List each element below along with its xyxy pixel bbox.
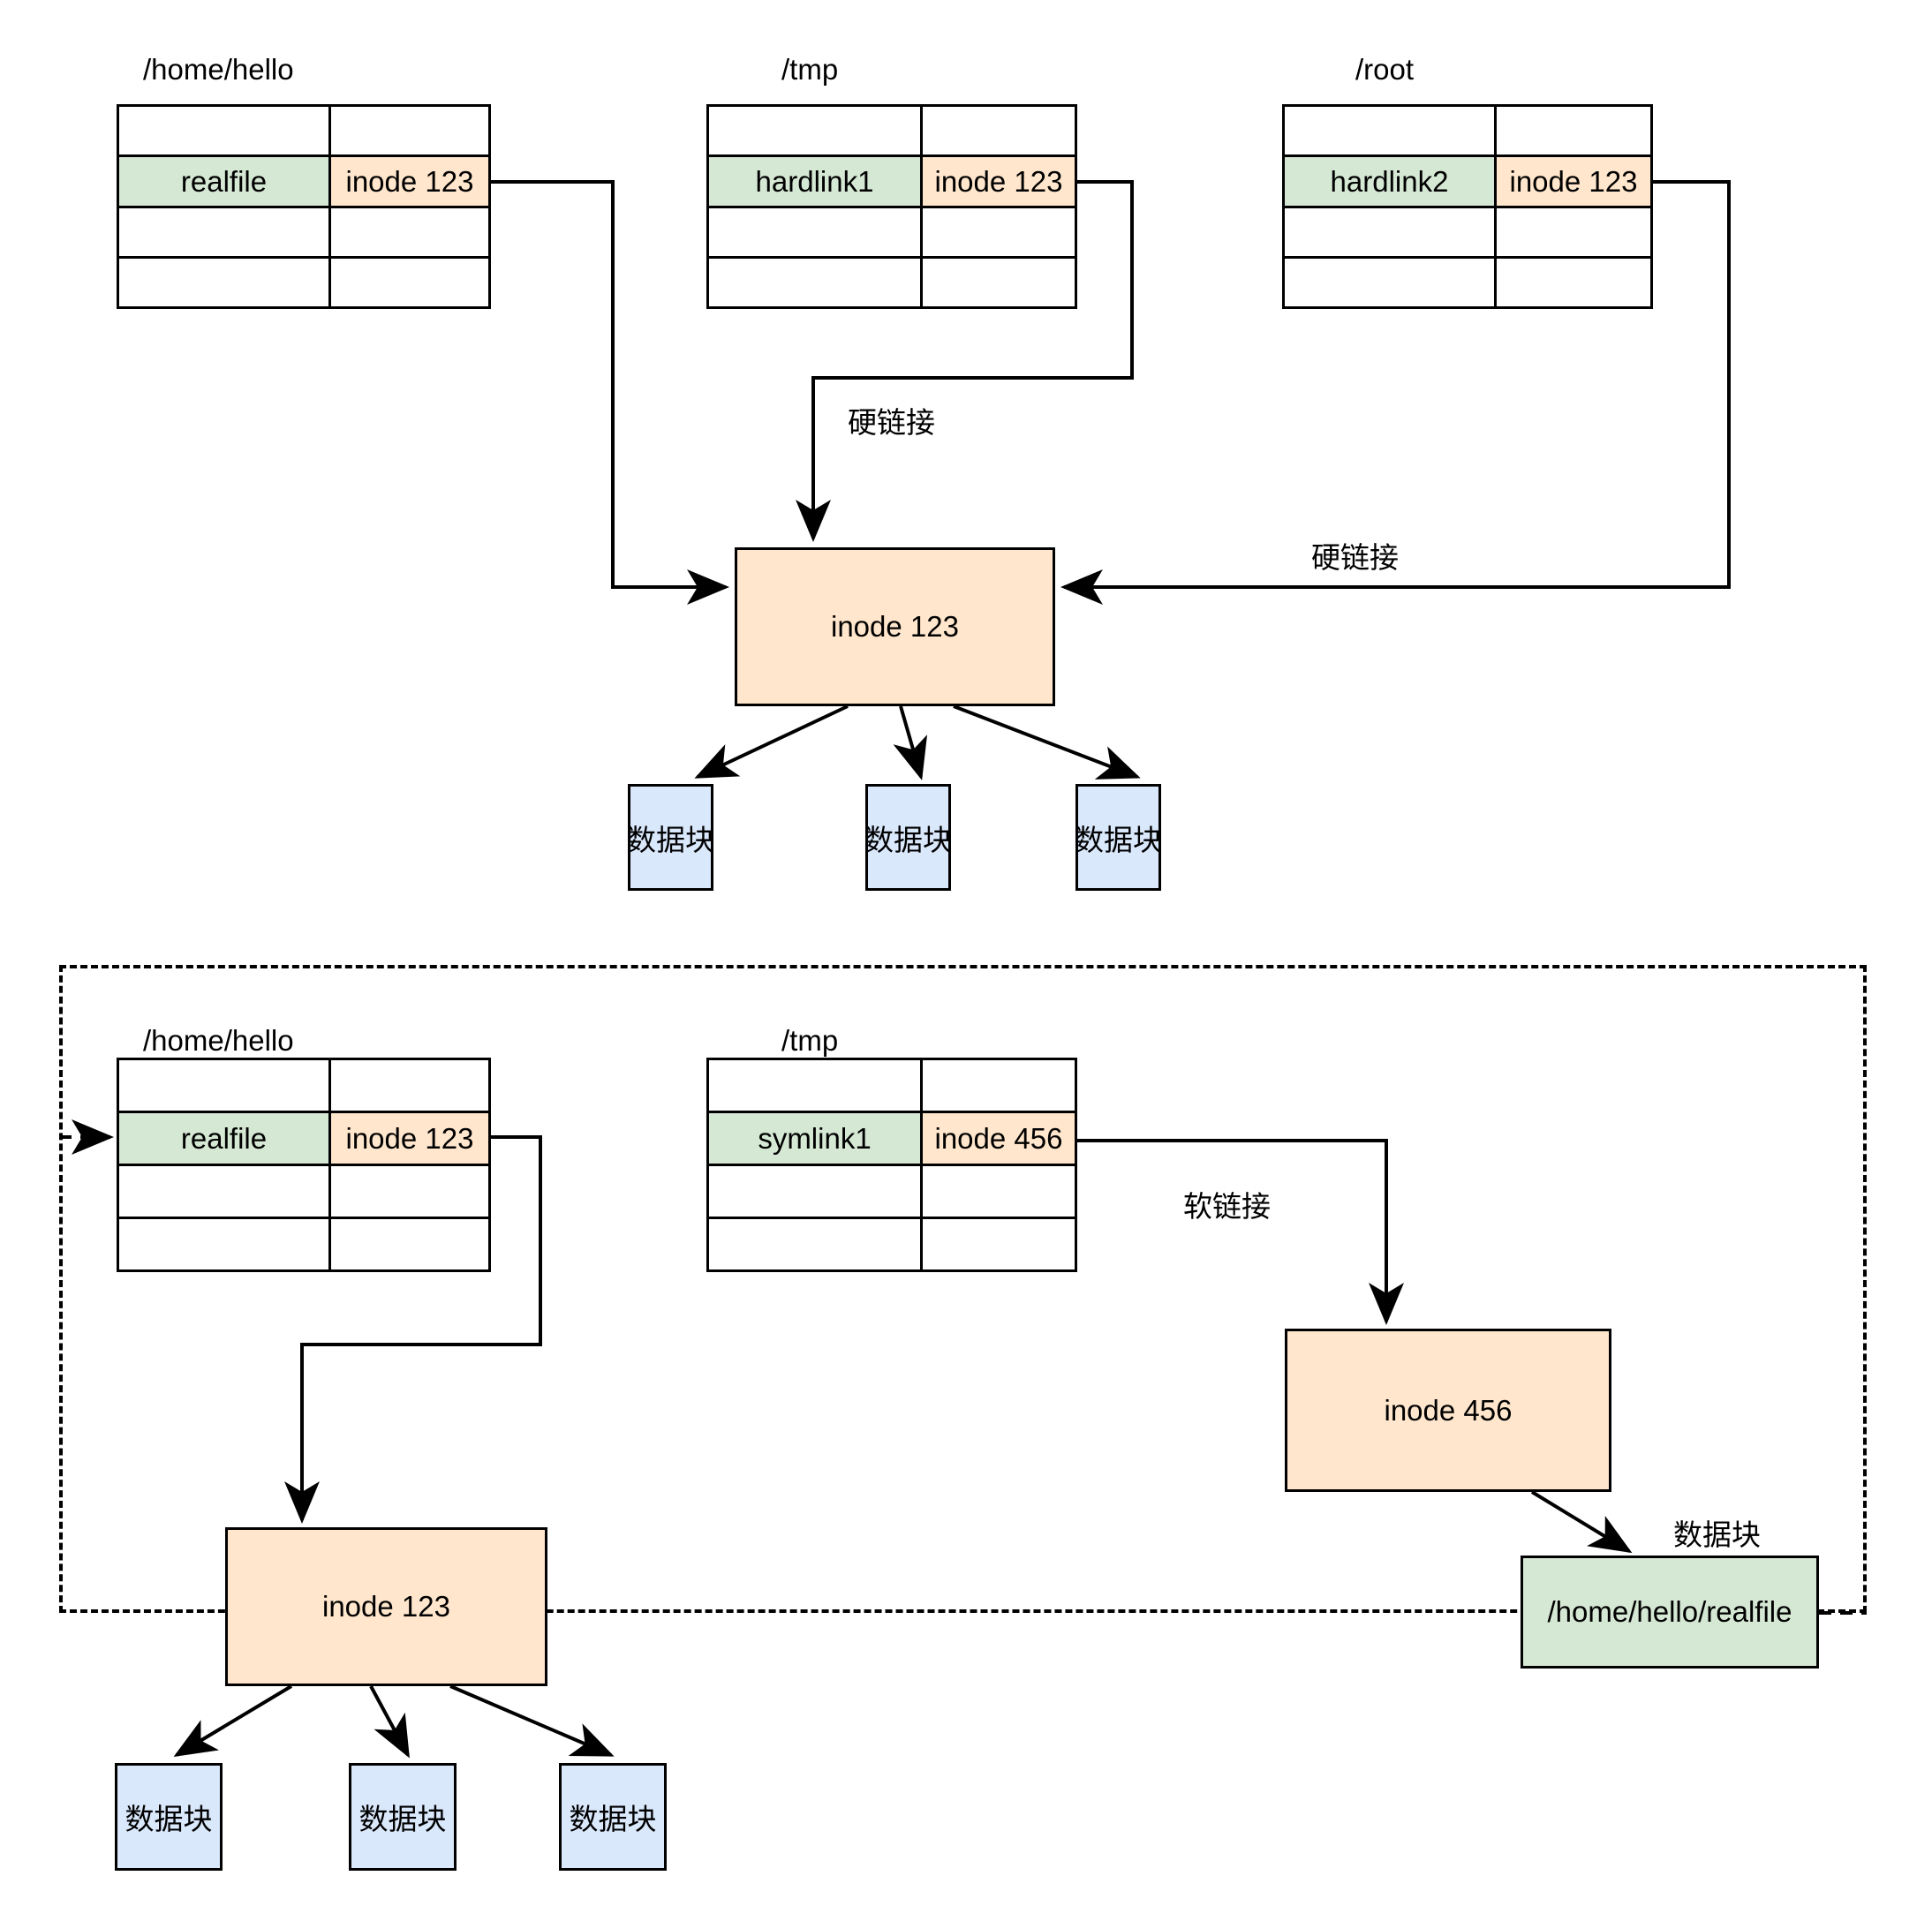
- table-row: [119, 207, 488, 259]
- data-block-node: 数据块: [559, 1763, 667, 1871]
- table-cell-name: [709, 207, 923, 256]
- table-cell-name: [119, 258, 331, 306]
- table-cell-name: [709, 1219, 923, 1269]
- table-cell-inode: [1497, 208, 1650, 256]
- table-cell-name: [119, 1219, 331, 1269]
- directory-table-home-hello-bottom: realfile inode 123: [117, 1058, 491, 1272]
- table-row: [1285, 258, 1650, 306]
- edge-label-symlink: 软链接: [1183, 1190, 1271, 1223]
- edge-label-hardlink-right: 硬链接: [1311, 541, 1399, 574]
- table-cell-inode: [923, 208, 1075, 256]
- directory-table-tmp-top: hardlink1 inode 123: [706, 104, 1077, 309]
- inode-node-123-top: inode 123: [735, 547, 1055, 706]
- table-cell-inode: [923, 1060, 1075, 1111]
- table-cell-name: [119, 1060, 331, 1111]
- table-cell-name: realfile: [119, 157, 331, 206]
- table-cell-inode: [923, 107, 1075, 154]
- data-block-node: 数据块: [864, 784, 952, 891]
- directory-table-tmp-bottom: symlink1 inode 456: [706, 1058, 1077, 1272]
- table-cell-inode: [1497, 107, 1650, 154]
- table-cell-name: hardlink1: [709, 157, 923, 206]
- table-cell-name: [709, 258, 923, 306]
- table-row: [709, 1166, 1075, 1219]
- table-row: [709, 258, 1075, 306]
- table-row: [119, 107, 488, 158]
- caption-home-hello-bottom: /home/hello: [143, 1024, 294, 1057]
- table-row: [709, 1219, 1075, 1269]
- table-cell-name: [709, 1166, 923, 1217]
- table-cell-inode: [923, 1166, 1075, 1217]
- caption-tmp-bottom: /tmp: [781, 1024, 839, 1057]
- table-cell-inode: inode 123: [331, 157, 488, 206]
- symlink-target-path-box: /home/hello/realfile: [1521, 1556, 1819, 1669]
- table-cell-inode: [331, 107, 488, 154]
- table-cell-name: [709, 1060, 923, 1111]
- table-cell-name: [1285, 107, 1497, 155]
- table-row: [1285, 107, 1650, 158]
- table-cell-inode: [331, 208, 488, 256]
- table-row: [119, 1219, 488, 1269]
- table-cell-inode: [331, 1219, 488, 1269]
- table-cell-name: [1285, 207, 1497, 256]
- table-cell-inode: [923, 259, 1075, 306]
- data-block-node: 数据块: [115, 1763, 223, 1871]
- table-cell-name: [119, 107, 331, 155]
- table-row: [119, 1166, 488, 1219]
- inode-node-456: inode 456: [1285, 1329, 1611, 1492]
- table-row: realfile inode 123: [119, 157, 488, 208]
- table-row: [119, 1060, 488, 1113]
- table-cell-inode: [923, 1219, 1075, 1269]
- directory-table-root-top: hardlink2 inode 123: [1282, 104, 1653, 309]
- caption-home-hello-top: /home/hello: [143, 53, 294, 86]
- symlink-resolution-dashed-region: [59, 965, 1867, 1613]
- table-cell-name: [709, 107, 923, 155]
- table-cell-inode: [1497, 259, 1650, 306]
- data-block-node: 数据块: [349, 1763, 457, 1871]
- data-block-node: 数据块: [627, 784, 714, 891]
- edge-label-hardlink-center: 硬链接: [848, 406, 935, 439]
- table-row: realfile inode 123: [119, 1113, 488, 1166]
- inode-node-123-bottom: inode 123: [225, 1527, 547, 1686]
- table-cell-inode: [331, 1060, 488, 1111]
- directory-table-home-hello-top: realfile inode 123: [117, 104, 491, 309]
- table-row: hardlink1 inode 123: [709, 157, 1075, 208]
- data-block-node: 数据块: [1075, 784, 1162, 891]
- table-row: [119, 258, 488, 306]
- table-cell-name: hardlink2: [1285, 157, 1497, 206]
- edge-label-datablock-symlink: 数据块: [1673, 1518, 1761, 1551]
- table-cell-name: symlink1: [709, 1113, 923, 1164]
- table-row: [709, 1060, 1075, 1113]
- table-cell-inode: inode 123: [923, 157, 1075, 206]
- table-row: symlink1 inode 456: [709, 1113, 1075, 1166]
- table-cell-name: [119, 1166, 331, 1217]
- table-cell-inode: inode 456: [923, 1113, 1075, 1164]
- table-cell-inode: [331, 259, 488, 306]
- table-cell-name: realfile: [119, 1113, 331, 1164]
- table-cell-inode: inode 123: [1497, 157, 1650, 206]
- table-cell-name: [1285, 258, 1497, 306]
- caption-root-top: /root: [1355, 53, 1415, 86]
- table-row: hardlink2 inode 123: [1285, 157, 1650, 208]
- table-cell-name: [119, 207, 331, 256]
- table-cell-inode: [331, 1166, 488, 1217]
- caption-tmp-top: /tmp: [781, 53, 839, 86]
- table-row: [1285, 207, 1650, 259]
- table-row: [709, 207, 1075, 259]
- table-cell-inode: inode 123: [331, 1113, 488, 1164]
- table-row: [709, 107, 1075, 158]
